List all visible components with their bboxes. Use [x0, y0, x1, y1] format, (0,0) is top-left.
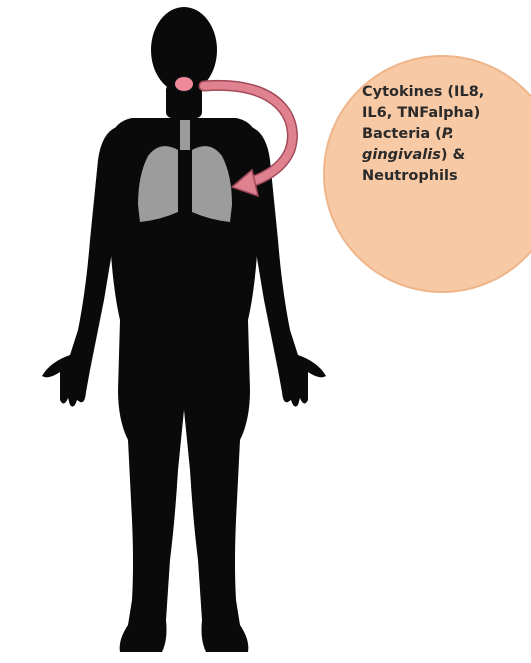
bubble-line-4-italic: gingivalis — [362, 147, 441, 163]
right-arm — [246, 126, 326, 407]
bubble-line-3-prefix: Bacteria ( — [362, 126, 442, 142]
bubble-label: Cytokines (IL8, IL6, TNFalpha) Bacteria … — [362, 82, 530, 187]
torso-and-legs — [108, 118, 260, 652]
left-arm — [42, 126, 122, 407]
bubble-line-5: Neutrophils — [362, 166, 530, 187]
mouth — [175, 77, 193, 91]
bubble-line-3: Bacteria (P. — [362, 124, 530, 145]
bubble-line-4-suffix: ) & — [441, 147, 465, 163]
bubble-line-1: Cytokines (IL8, — [362, 82, 530, 103]
bubble-line-4: gingivalis) & — [362, 145, 530, 166]
bubble-line-3-italic: P. — [442, 126, 454, 142]
trachea — [180, 120, 190, 150]
bubble-line-2: IL6, TNFalpha) — [362, 103, 530, 124]
